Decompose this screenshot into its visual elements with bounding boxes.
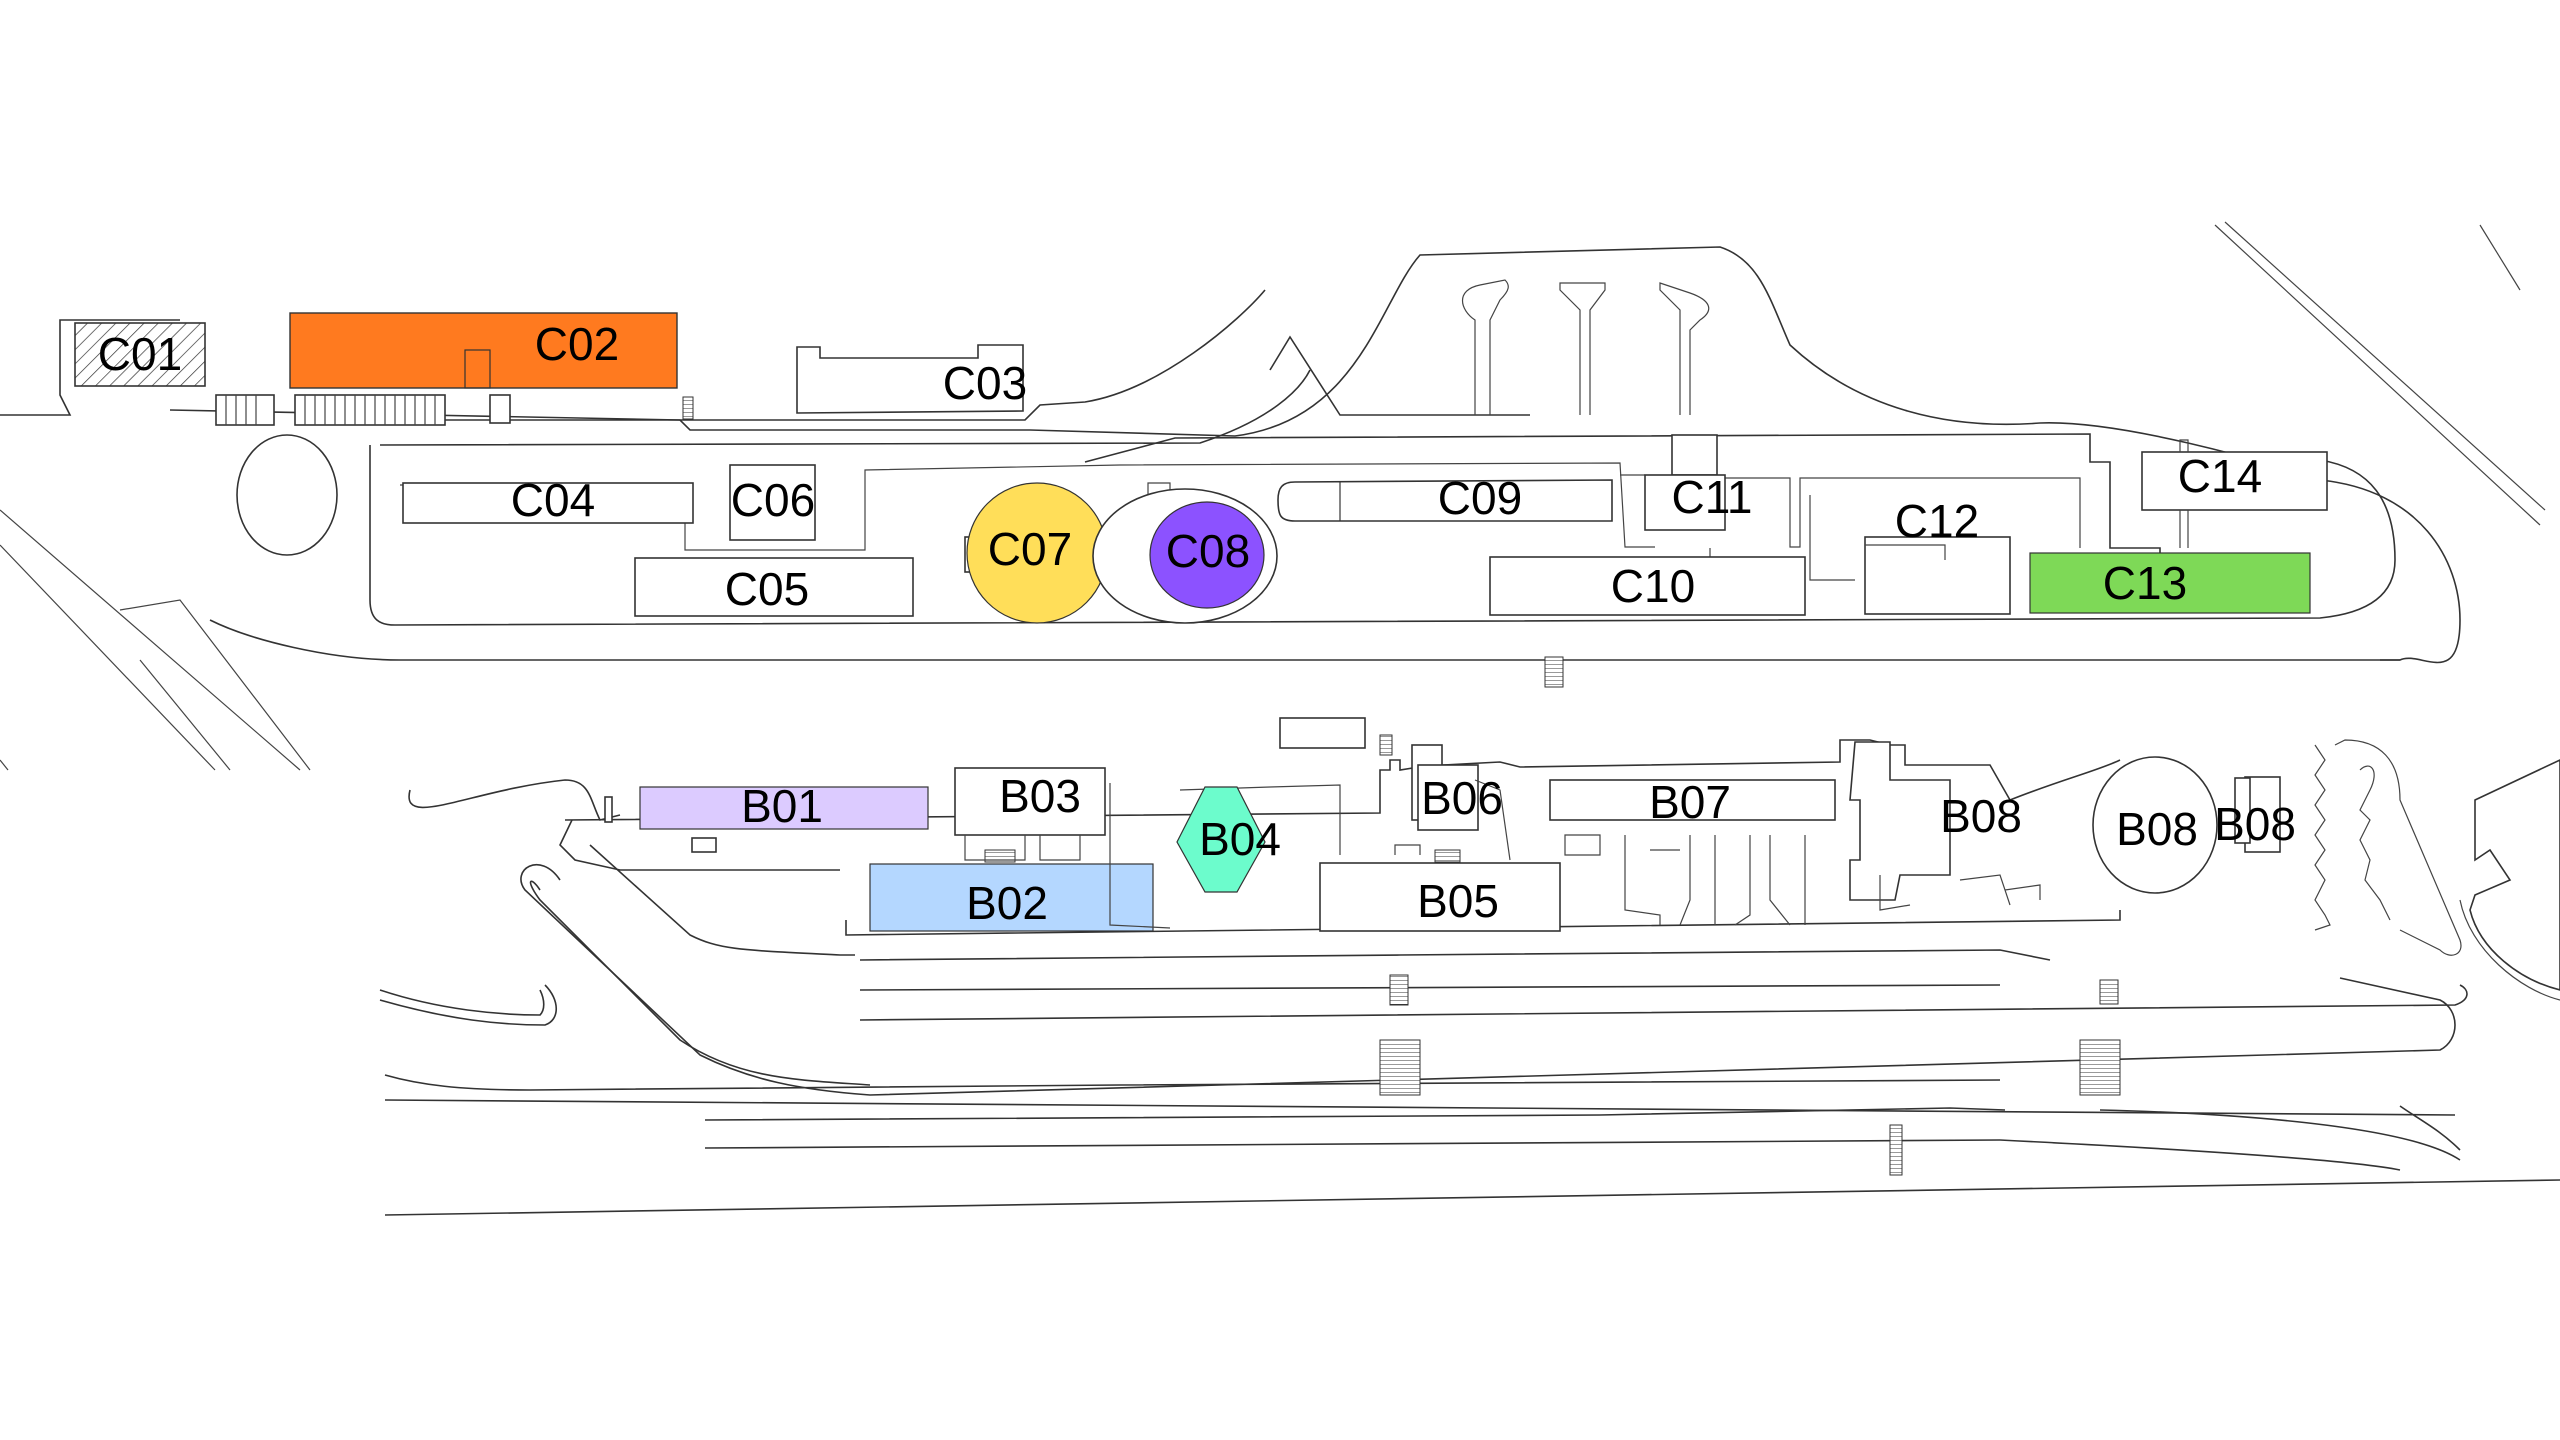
label-C03: C03 <box>943 357 1027 409</box>
building-C07[interactable]: C07 <box>964 482 1108 624</box>
road-outlines <box>0 221 2560 1216</box>
label-C09: C09 <box>1438 472 1522 524</box>
building-B03[interactable]: B03 <box>954 767 1106 861</box>
building-C10[interactable]: C10 <box>1489 556 1806 616</box>
building-C09[interactable]: C09 <box>1277 472 1613 524</box>
building-C13[interactable]: C13 <box>1865 544 2311 614</box>
label-B05: B05 <box>1417 875 1499 927</box>
label-B08-main: B08 <box>1940 790 2022 842</box>
building-C04[interactable]: C04 <box>402 474 694 526</box>
label-B08-annex: B08 <box>2214 798 2296 850</box>
label-C14: C14 <box>2178 450 2262 502</box>
building-C02[interactable]: C02 <box>289 312 678 389</box>
label-C10: C10 <box>1611 560 1695 612</box>
label-C02: C02 <box>535 318 619 370</box>
label-C11: C11 <box>1672 471 1753 523</box>
label-B06: B06 <box>1421 772 1503 824</box>
stairs <box>682 396 2121 1176</box>
label-C12: C12 <box>1895 495 1979 547</box>
building-C01[interactable]: C01 <box>74 322 206 387</box>
label-C04: C04 <box>511 474 595 526</box>
label-C07: C07 <box>988 523 1072 575</box>
building-C12[interactable]: C12 <box>1864 495 2011 615</box>
building-B04[interactable]: B04 <box>1109 783 1341 929</box>
label-B08-circle: B08 <box>2116 803 2198 855</box>
building-C11[interactable]: C11 <box>1644 434 1753 531</box>
label-C05: C05 <box>725 563 809 615</box>
building-C14[interactable]: C14 <box>2141 439 2328 548</box>
label-C08: C08 <box>1166 525 1250 577</box>
label-B04: B04 <box>1199 813 1281 865</box>
b-zone-outline <box>564 717 2560 1001</box>
building-B02[interactable]: B02 <box>691 837 1154 932</box>
building-B06[interactable]: B06 <box>1394 744 1511 861</box>
building-B05[interactable]: B05 <box>1319 862 1561 932</box>
building-right-edge[interactable]: C <box>2469 759 2560 991</box>
building-C06[interactable]: C06 <box>729 464 816 541</box>
label-B03: B03 <box>999 770 1081 822</box>
label-C01: C01 <box>98 328 182 380</box>
label-C06: C06 <box>731 474 815 526</box>
building-C03[interactable]: C03 <box>796 344 1027 414</box>
label-B02: B02 <box>966 877 1048 929</box>
label-C13: C13 <box>2103 557 2187 609</box>
building-B07[interactable]: B07 <box>1549 776 1836 926</box>
label-right-edge: C <box>2558 810 2560 862</box>
label-B01: B01 <box>741 780 823 832</box>
building-B08[interactable]: B08 B08 B08 <box>1849 741 2296 911</box>
building-B01[interactable]: B01 <box>604 780 929 832</box>
label-B07: B07 <box>1649 776 1731 828</box>
building-C05[interactable]: C05 <box>634 557 914 617</box>
building-C08[interactable]: C08 <box>1092 482 1278 624</box>
